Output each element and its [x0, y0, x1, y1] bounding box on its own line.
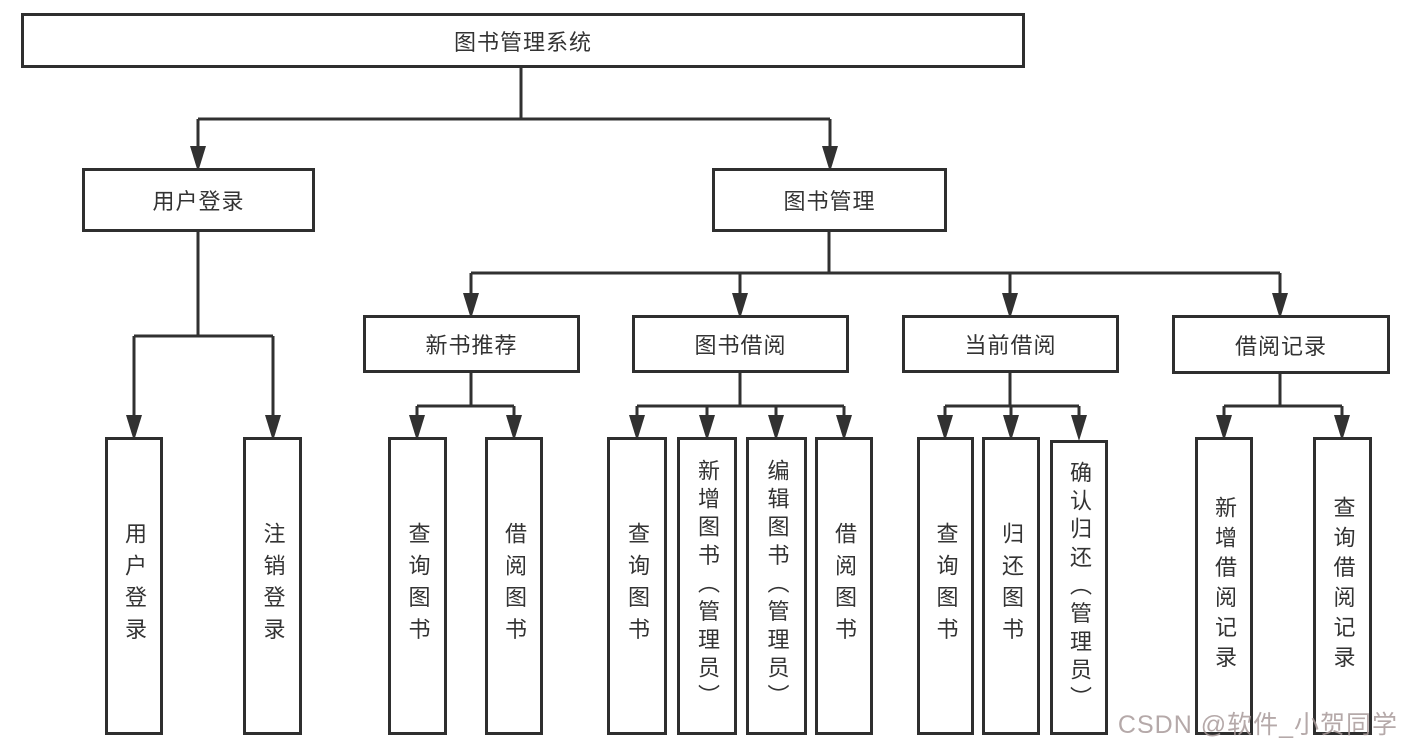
node-borrowing-records: 借阅记录	[1172, 315, 1390, 374]
node-new-book-recommend: 新书推荐	[363, 315, 580, 373]
csdn-watermark: CSDN @软件_小贺同学	[1117, 711, 1398, 739]
edge-root-to-level2	[190, 68, 838, 172]
leaf-query-books-borrowing: 查询图书	[607, 437, 667, 735]
node-user-login: 用户登录	[82, 168, 315, 232]
leaf-user-login: 用户登录	[105, 437, 163, 735]
leaf-add-books-admin: 新增图书（管理员）	[677, 437, 737, 735]
leaf-borrow-books-recommend: 借阅图书	[485, 437, 543, 735]
leaf-query-borrow-record: 查询借阅记录	[1313, 437, 1372, 735]
node-current-borrowing: 当前借阅	[902, 315, 1119, 373]
edge-current-borrowing-to-leaves	[937, 373, 1087, 441]
leaf-return-books: 归还图书	[982, 437, 1040, 735]
leaf-borrow-books-borrowing: 借阅图书	[815, 437, 873, 735]
leaf-query-books-current: 查询图书	[917, 437, 974, 735]
edge-user-login-to-leaves	[126, 232, 281, 441]
leaf-edit-books-admin: 编辑图书（管理员）	[746, 437, 807, 735]
leaf-logout: 注销登录	[243, 437, 302, 735]
edge-book-borrowing-to-leaves	[629, 373, 852, 441]
edge-new-book-to-leaves	[409, 373, 522, 441]
leaf-add-borrow-record: 新增借阅记录	[1195, 437, 1253, 735]
node-book-management: 图书管理	[712, 168, 947, 232]
edge-book-management-to-level3	[463, 232, 1288, 319]
node-book-borrowing: 图书借阅	[632, 315, 849, 373]
edge-borrowing-records-to-leaves	[1216, 373, 1350, 441]
node-root: 图书管理系统	[21, 13, 1025, 68]
leaf-query-books-recommend: 查询图书	[388, 437, 447, 735]
leaf-confirm-return-admin: 确认归还（管理员）	[1050, 440, 1108, 735]
